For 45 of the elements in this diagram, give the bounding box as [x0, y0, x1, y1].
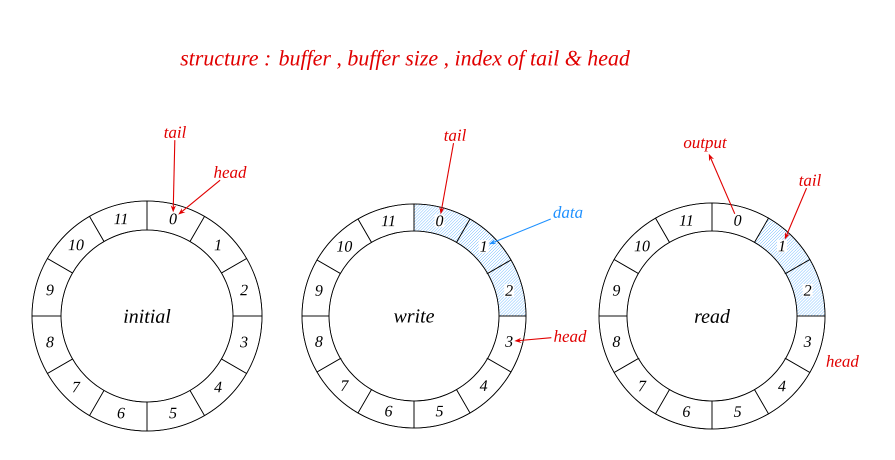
ring-segment: 10 — [47, 216, 104, 274]
node-label: write — [394, 309, 434, 323]
ring-segment: 11 — [89, 200, 148, 242]
ring-segment: 9 — [32, 258, 73, 316]
ring-segment: 7 — [316, 358, 372, 414]
pointer-label: head — [826, 354, 859, 367]
ring-segment: 3 — [487, 316, 526, 372]
pointer-label: data — [553, 206, 582, 218]
pointer-label: tail — [799, 174, 821, 186]
pointer-label: head — [554, 330, 587, 342]
ring-segment: 3 — [221, 316, 262, 374]
ring-segment: 3 — [785, 316, 826, 373]
ring-segment: 4 — [190, 358, 247, 416]
ring-segment: 7 — [47, 358, 104, 416]
ring-segment: 2 — [785, 259, 826, 316]
ring-segment: 9 — [302, 260, 341, 316]
ring-segment: 10 — [614, 218, 670, 274]
ring-segment: 4 — [456, 358, 512, 414]
ring-segment: 2 — [221, 258, 262, 316]
ring-segment: 0 — [712, 202, 769, 243]
ring-segment: 1 — [754, 218, 810, 274]
ring-segment: 5 — [414, 389, 470, 428]
ring-segment: 9 — [598, 259, 639, 316]
ring-segment: 10 — [316, 218, 372, 274]
ring-segment: 1 — [190, 216, 247, 274]
ring-segment: 5 — [712, 389, 769, 430]
pointer-label: tail — [164, 126, 186, 138]
ring-segment: 4 — [754, 358, 810, 414]
ring-segment: 8 — [598, 316, 639, 373]
ring-segment: 5 — [146, 390, 205, 432]
ring-segment: 2 — [487, 260, 526, 316]
ring-segment: 8 — [32, 316, 73, 374]
pointer-label: head — [214, 166, 247, 178]
ring-segment: 6 — [655, 389, 712, 430]
ring-segment: 6 — [89, 390, 148, 432]
pointer-label: tail — [444, 129, 466, 141]
title: structure : buffer , buffer size , index of tail & head — [180, 50, 630, 70]
ring-segment: 0 — [414, 204, 470, 243]
ring-segment: 6 — [358, 389, 414, 428]
ring-segment: 8 — [302, 316, 341, 372]
pointer-label: output — [684, 138, 727, 152]
ring-segment: 11 — [358, 204, 414, 243]
ring-segment: 1 — [456, 218, 512, 274]
ring-segment: 11 — [655, 202, 712, 243]
ring-segment: 7 — [614, 358, 670, 414]
